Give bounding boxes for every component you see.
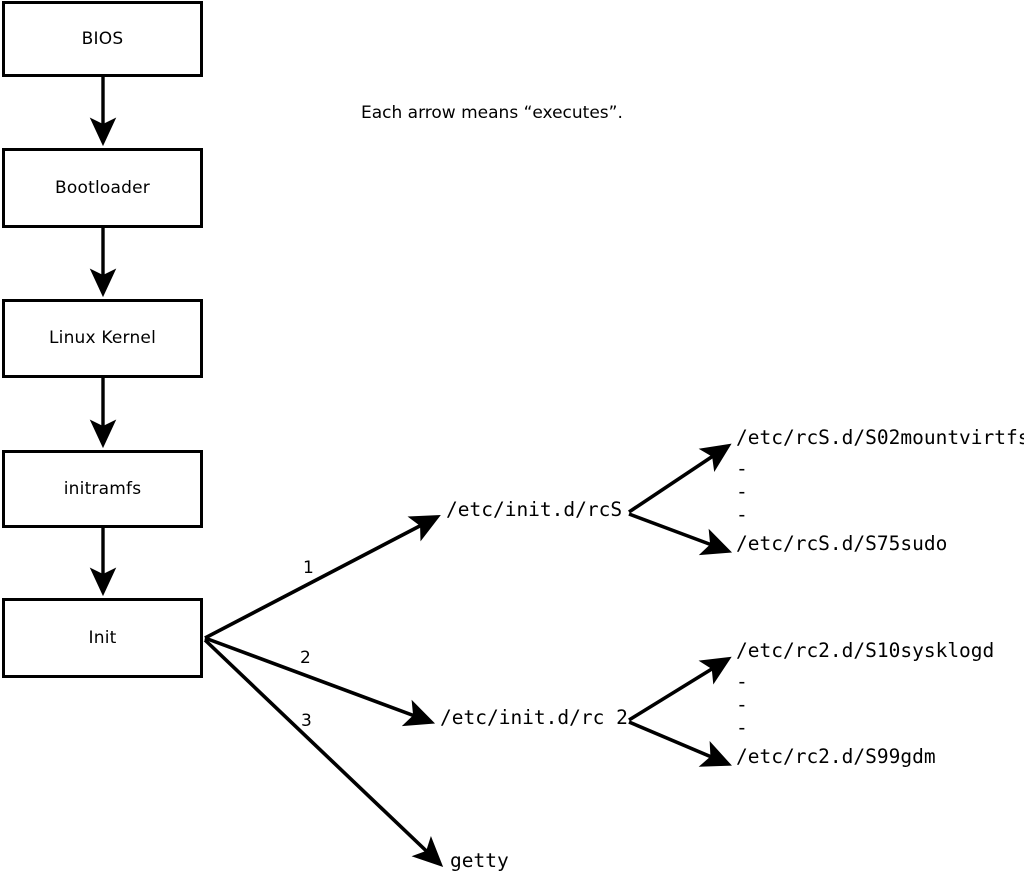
caption-text: Each arrow means “executes”. xyxy=(361,103,623,123)
ellipsis-dash-rcS-1: - xyxy=(736,457,748,480)
node-linux-kernel-label: Linux Kernel xyxy=(48,328,156,348)
label-rcS-d-first-script: /etc/rcS.d/S02mountvirtfs xyxy=(736,426,1024,449)
node-bios-label: BIOS xyxy=(81,28,124,49)
ellipsis-dash-rcS-2: - xyxy=(736,480,748,503)
arrow-rcS-to-first-script xyxy=(628,443,732,514)
node-bios[interactable]: BIOS xyxy=(2,1,203,77)
arrow-init-to-getty xyxy=(203,638,444,867)
label-getty: getty xyxy=(450,849,509,872)
node-init[interactable]: Init xyxy=(2,598,203,678)
ellipsis-dash-rc2-1: - xyxy=(736,670,748,693)
label-rc2-d-first-script: /etc/rc2.d/S10sysklogd xyxy=(736,639,995,662)
edge-label-2: 2 xyxy=(300,648,311,668)
label-init-d-rc2: /etc/init.d/rc 2 xyxy=(440,706,628,729)
arrow-init-to-rc2 xyxy=(204,636,436,727)
ellipsis-dash-rc2-3: - xyxy=(736,716,748,739)
node-bootloader[interactable]: Bootloader xyxy=(2,148,203,228)
node-initramfs-label: initramfs xyxy=(63,478,142,499)
ellipsis-dash-rc2-2: - xyxy=(736,693,748,716)
label-rc2-d-last-script: /etc/rc2.d/S99gdm xyxy=(736,745,936,768)
node-init-label: Init xyxy=(88,627,117,648)
arrow-init-to-rcS xyxy=(204,515,441,640)
edge-label-3: 3 xyxy=(301,711,312,731)
ellipsis-dash-rcS-3: - xyxy=(736,503,748,526)
label-init-d-rcS: /etc/init.d/rcS xyxy=(446,498,623,521)
edge-label-1: 1 xyxy=(303,558,314,578)
node-linux-kernel[interactable]: Linux Kernel xyxy=(2,299,203,378)
arrow-rc2-to-first-script xyxy=(628,656,732,722)
node-bootloader-label: Bootloader xyxy=(55,177,150,198)
node-initramfs[interactable]: initramfs xyxy=(2,450,203,528)
label-rcS-d-last-script: /etc/rcS.d/S75sudo xyxy=(736,532,948,555)
arrow-rc2-to-last-script xyxy=(628,720,732,767)
arrow-rcS-to-last-script xyxy=(628,512,733,556)
